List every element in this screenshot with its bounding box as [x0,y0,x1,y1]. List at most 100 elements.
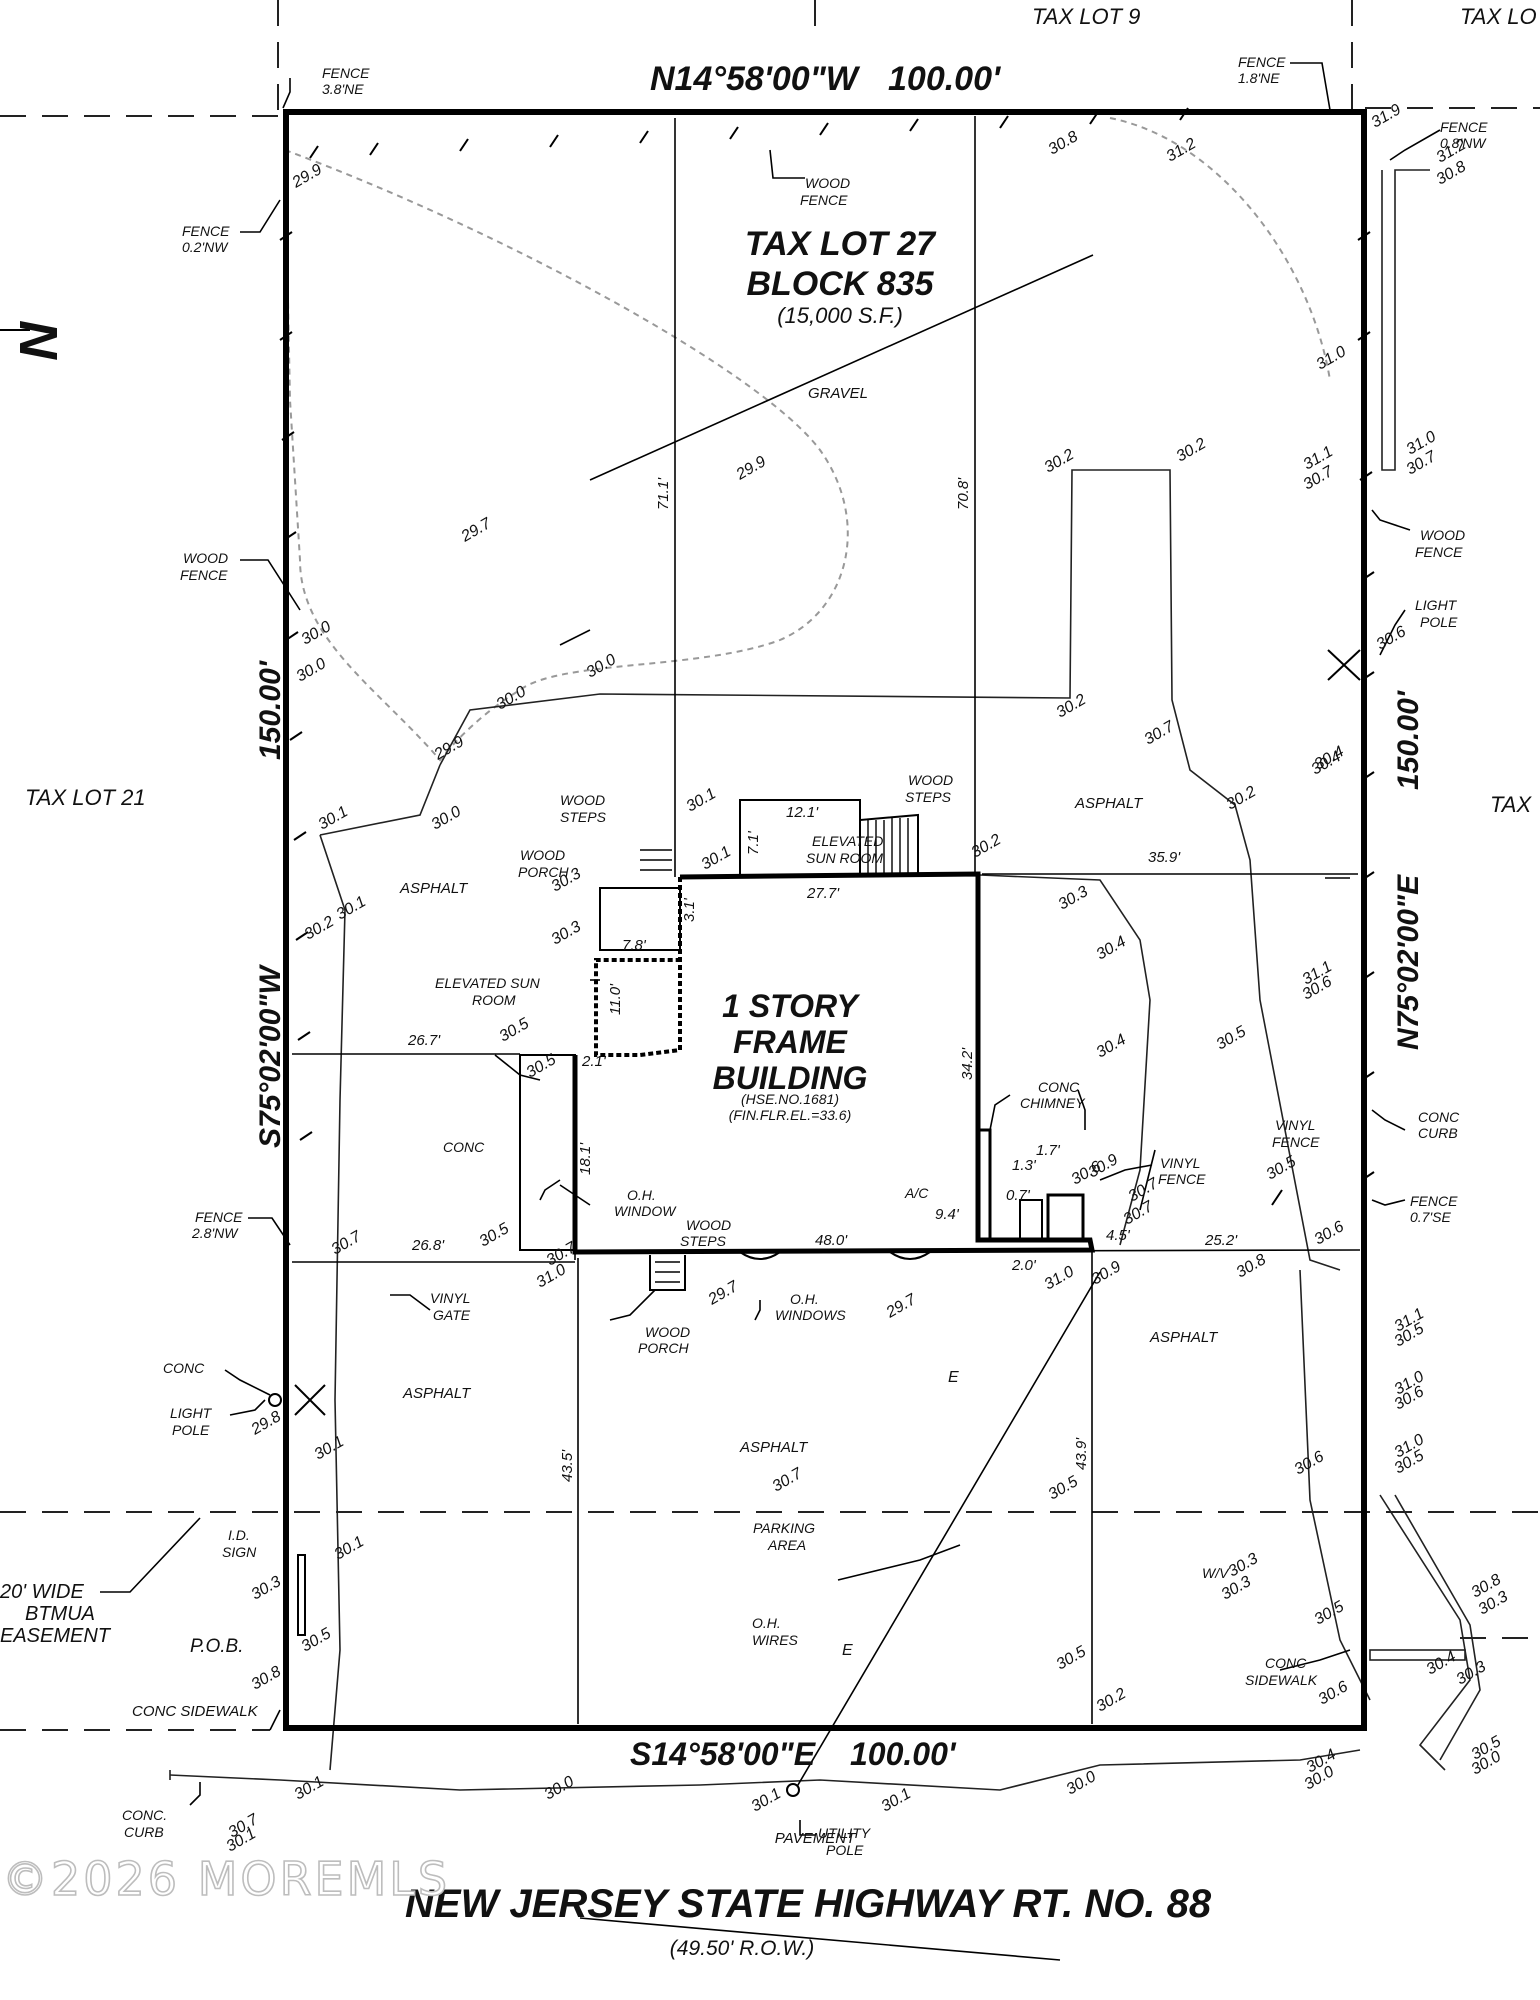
asphalt-label: ASPHALT [1074,795,1144,812]
dimension-label: 27.7' [806,885,840,902]
vinyl-fence-note: VINYL [1275,1117,1315,1133]
spot-elevation: 29.7 [705,1278,742,1309]
finished-floor-elevation: (FIN.FLR.EL.=33.6) [729,1107,852,1123]
tax-lot-right-label: TAX [1490,792,1532,817]
wood-fence-note: FENCE [800,192,848,208]
spot-elevation: 31.9 [1369,101,1405,131]
spot-elevation: 30.2 [1174,435,1210,465]
conc-chimney-label: CHIMNEY [1020,1095,1086,1111]
spot-elevation: 31.2 [1164,135,1200,165]
spot-elevation: 30.7 [1121,1198,1157,1229]
vinyl-fence-note: VINYL [1160,1155,1200,1171]
conc-curb-note: CONC. [122,1807,167,1823]
spot-elevation: 30.7 [770,1465,806,1496]
spot-elevation: 30.1 [749,1785,784,1815]
fence-offset-note: 0.8'NW [1440,135,1487,151]
building-line-1: 1 STORY [722,988,860,1024]
vinyl-fence-note: FENCE [1272,1134,1320,1150]
dimension-label: 1.3' [1012,1157,1037,1174]
easement-note: EASEMENT [0,1625,112,1647]
right-bearing: N75°02'00"E [1392,874,1425,1050]
house-number: (HSE.NO.1681) [741,1091,839,1107]
spot-elevation: 30.4 [1094,933,1130,963]
spot-elevation: 29.8 [248,1408,284,1439]
watermark: ©2026 MOREMLS [1,1851,448,1907]
spot-elevation: 30.1 [684,785,719,815]
dimension-label: 7.8' [622,937,647,954]
conc-sidewalk-note: CONC [1265,1655,1307,1671]
dimension-label: 11.0' [607,983,624,1015]
dimension-label: 26.7' [407,1032,441,1049]
spot-elevation: 31.0 [1314,343,1350,373]
id-sign-note: SIGN [222,1544,257,1560]
pavement-edges [169,169,1481,1791]
spot-elevation: 30.2 [1224,783,1260,813]
dimension-label: 12.1' [786,804,819,821]
spot-elevation: 30.1 [292,1773,327,1803]
light-pole-note: LIGHT [1415,597,1458,613]
spot-elevation: 30.4 [1094,1031,1130,1061]
asphalt-label: ASPHALT [1149,1329,1219,1346]
fence-offset-note: 0.7'SE [1410,1209,1451,1225]
spot-elevation: 30.0 [584,651,620,681]
light-pole-note: POLE [1420,614,1458,630]
oh-window-note: WINDOW [614,1203,677,1219]
dimension-label: 48.0' [815,1232,848,1249]
spot-elevation: 29.7 [883,1291,920,1322]
elevated-sun-room-label: ELEVATED [812,833,883,849]
spot-elevation: 30.2 [302,913,338,943]
spot-elevation: 30.6 [1316,1678,1352,1708]
spot-elevation: 30.9 [1089,1258,1125,1288]
spot-elevation: 29.9 [289,161,325,192]
tax-lot-21-label: TAX LOT 21 [25,785,146,810]
water-valve-label: W/V [1202,1565,1230,1581]
utility-pole-note: POLE [826,1842,864,1858]
building-line-3: BUILDING [713,1060,868,1096]
gravel-outline-right [1109,117,1331,381]
electric-line-label: E [948,1369,959,1386]
vinyl-fence-note: FENCE [1158,1171,1206,1187]
wood-porch-note: PORCH [638,1340,689,1356]
spot-elevation: 30.1 [316,803,351,833]
road-name: NEW JERSEY STATE HIGHWAY RT. NO. 88 [405,1882,1212,1926]
conc-chimney-label: CONC [1038,1079,1080,1095]
parking-area-label: PARKING [753,1520,815,1536]
dimension-label: 70.8' [955,477,972,510]
light-pole-note: LIGHT [170,1405,213,1421]
dimension-lines [292,116,1361,1961]
spot-elevation: 30.1 [312,1433,347,1463]
spot-elevation: 30.5 [1054,1643,1090,1673]
bottom-distance: 100.00' [850,1736,957,1772]
spot-elevation: 30.6 [1312,1218,1348,1248]
dimension-label: 35.9' [1148,849,1181,866]
wood-porch-note: WOOD [645,1324,690,1340]
spot-elevation: 30.2 [1094,1685,1130,1715]
spot-elevation: 30.8 [249,1663,285,1693]
left-distance: 150.00' [254,660,287,760]
oh-wires-note: O.H. [752,1615,781,1631]
leader-lines [100,62,1441,1836]
fence-note: FENCE [1410,1193,1458,1209]
lot-area: (15,000 S.F.) [777,303,903,328]
bottom-bearing: S14°58'00"E [630,1736,817,1772]
elevated-sun-room-label: ROOM [472,992,516,1008]
fence-note: FENCE [195,1209,243,1225]
stair-treads [640,818,909,1283]
oh-windows-note: WINDOWS [775,1307,846,1323]
conc-sidewalk-label: CONC SIDEWALK [132,1703,259,1720]
utility-pole-note: UTILITY [818,1825,872,1841]
wood-steps-note: STEPS [560,809,607,825]
wood-fence-note: FENCE [180,567,228,583]
left-bearing: S75°02'00"W [254,964,287,1148]
oh-wires-note: WIRES [752,1632,799,1648]
spot-elevation: 30.6 [1374,623,1410,653]
asphalt-label: ASPHALT [739,1439,809,1456]
wood-porch-note: WOOD [520,847,565,863]
spot-elevation: 30.0 [299,618,335,648]
fence-note: FENCE [182,223,230,239]
wood-fence-note: FENCE [1415,544,1463,560]
dimension-label: 0.7' [1006,1187,1031,1204]
spot-elevation: 30.5 [1214,1023,1250,1053]
dimension-label: 2.1' [581,1053,607,1070]
